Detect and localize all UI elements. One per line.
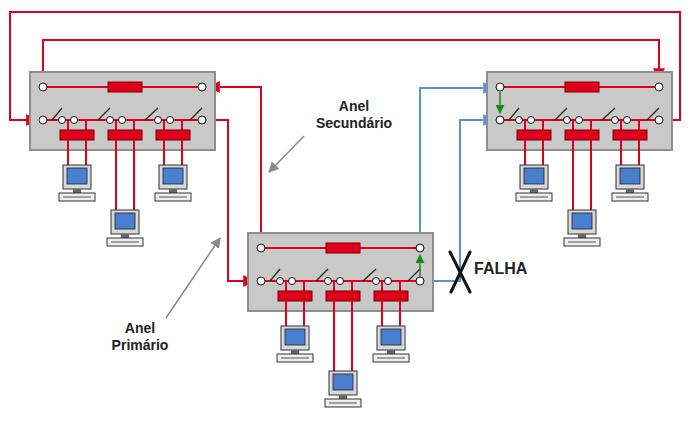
station-right	[487, 72, 672, 246]
station-left	[30, 72, 215, 246]
station-bottom	[248, 233, 433, 407]
leader-lines	[166, 136, 304, 318]
failure-mark	[450, 252, 470, 292]
ring-label: Anel Primário	[100, 320, 180, 354]
ring-label: Anel Secundário	[308, 98, 400, 132]
wrap-arrows	[420, 92, 500, 276]
failure-label: FALHA	[474, 259, 527, 278]
